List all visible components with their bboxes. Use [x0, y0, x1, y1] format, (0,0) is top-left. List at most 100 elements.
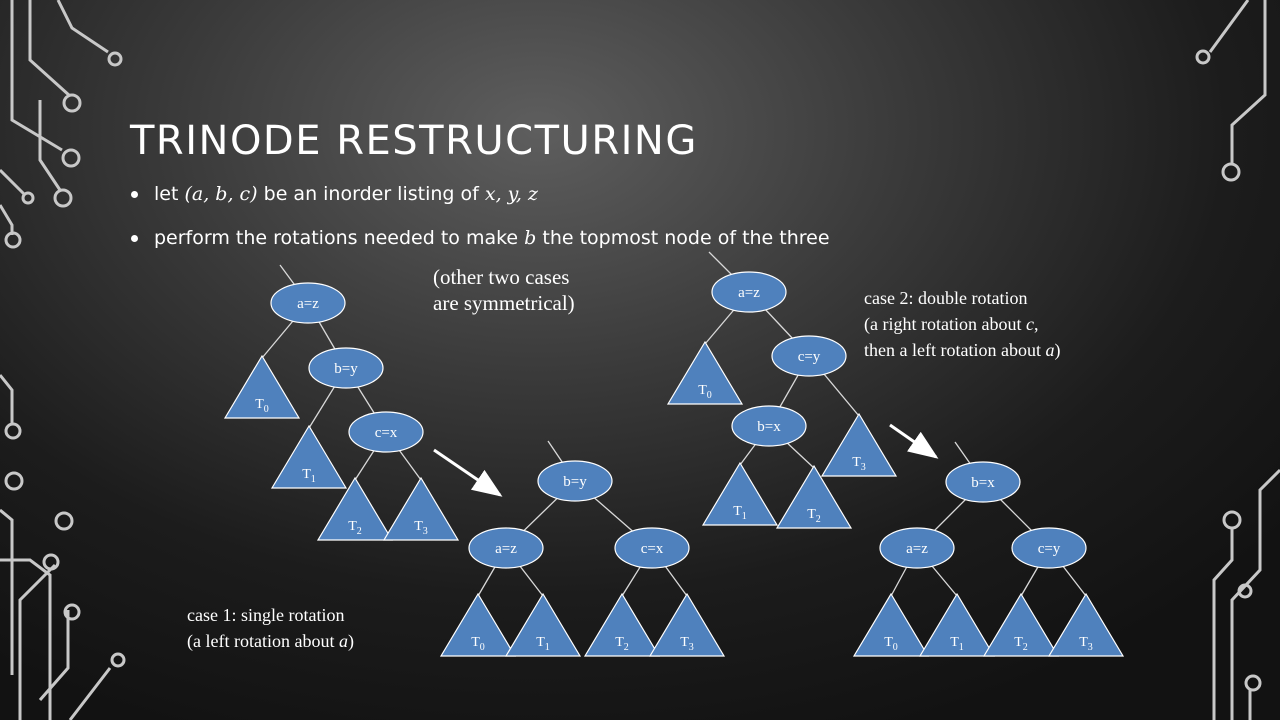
subtree-triangle: T2 [982, 592, 1060, 657]
tree-node-shape [731, 405, 807, 447]
subtree-label: T3 [852, 455, 866, 473]
subtree-triangle: T0 [223, 354, 301, 419]
tree-node: b=y [308, 347, 384, 389]
tree-node-shape [771, 335, 847, 377]
tree-node: a=z [270, 282, 346, 324]
tree-node-label: b=y [334, 361, 358, 377]
subtree-triangle: T3 [382, 476, 460, 541]
tree-node-label: a=z [297, 296, 319, 312]
subtree-label: T1 [950, 635, 964, 653]
tree-node: c=x [614, 527, 690, 569]
case2-line2-var: c [1025, 314, 1034, 334]
tree-nodes: a=z b=y c=x b=y a=z c=x a=z c=y b=x b=x a=z c=y [270, 271, 1087, 569]
subtree-shape [583, 592, 661, 657]
tree-node-label: c=x [641, 541, 664, 557]
tree-node-shape [308, 347, 384, 389]
subtree-shape [666, 340, 744, 405]
subtree-shape [270, 424, 348, 489]
subtree-shape [852, 592, 930, 657]
subtree-label: T3 [1079, 635, 1093, 653]
subtree-shape [223, 354, 301, 419]
symmetry-note: (other two cases are symmetrical) [433, 264, 575, 316]
tree-node: c=x [348, 411, 424, 453]
tree-node-shape [270, 282, 346, 324]
slide-title: TRINODE RESTRUCTURING [130, 118, 698, 164]
tree-node-label: c=x [375, 425, 398, 441]
subtree-label: T1 [733, 504, 747, 522]
bullet1-middle: be an inorder listing of [257, 183, 485, 205]
subtree-label: T0 [471, 635, 485, 653]
subtree-triangle: T0 [852, 592, 930, 657]
bullet1-math-abc: (a, b, c) [184, 183, 258, 205]
subtree-label: T1 [536, 635, 550, 653]
transform-arrow [889, 423, 939, 459]
tree-node-shape [348, 411, 424, 453]
bullet1-math-xyz: x, y, z [484, 183, 538, 205]
subtree-label: T0 [884, 635, 898, 653]
subtree-shape [504, 592, 582, 657]
subtree-shape [439, 592, 517, 657]
tree-node-shape [1011, 527, 1087, 569]
case2-line2-text: (a right rotation about [864, 314, 1026, 334]
bullet-dot [131, 191, 138, 198]
case2-caption: case 2: double rotation (a right rotatio… [864, 285, 1060, 363]
case2-caption-line3: then a left rotation about a) [864, 337, 1060, 363]
tree-node: c=y [771, 335, 847, 377]
case2-line3-text: then a left rotation about [864, 340, 1046, 360]
bullet1-prefix: let [154, 183, 185, 205]
subtree-label: T3 [680, 635, 694, 653]
subtree-shape [982, 592, 1060, 657]
subtree-triangle: T1 [270, 424, 348, 489]
bullet-dot [131, 235, 138, 242]
tree-node: a=z [468, 527, 544, 569]
subtree-shape [820, 412, 898, 477]
subtree-shape [1047, 592, 1125, 657]
bullet2-prefix: perform the rotations needed to make [154, 227, 525, 249]
subtree-label: T2 [807, 507, 821, 525]
tree-node-label: a=z [738, 285, 760, 301]
subtree-label: T3 [414, 519, 428, 537]
bullet-list: let (a, b, c) be an inorder listing of x… [130, 176, 830, 264]
tree-node: b=x [945, 461, 1021, 503]
case1-line2-text: (a left rotation about [187, 631, 339, 651]
subtree-label: T2 [348, 519, 362, 537]
case2-caption-line2: (a right rotation about c, [864, 311, 1060, 337]
tree-node-label: b=x [757, 419, 781, 435]
subtree-triangle: T3 [1047, 592, 1125, 657]
bullet2-suffix: the topmost node of the three [536, 227, 830, 249]
tree-node-shape [879, 527, 955, 569]
tree-node-label: a=z [906, 541, 928, 557]
subtree-triangle: T2 [775, 464, 853, 529]
subtree-triangle: T3 [648, 592, 726, 657]
subtree-shape [918, 592, 996, 657]
subtree-triangle: T2 [316, 476, 394, 541]
bullet2-math-b: b [524, 227, 537, 249]
case2-line3-end: ) [1054, 340, 1061, 360]
subtree-label: T2 [1014, 635, 1028, 653]
case1-caption-line2: (a left rotation about a) [187, 628, 354, 654]
subtree-triangle: T1 [504, 592, 582, 657]
subtree-triangle: T2 [583, 592, 661, 657]
tree-node-shape [614, 527, 690, 569]
subtree-shape [382, 476, 460, 541]
bullet-perform-rotations: perform the rotations needed to make b t… [130, 220, 830, 264]
subtree-shape [648, 592, 726, 657]
case2-caption-line1: case 2: double rotation [864, 288, 1028, 308]
tree-node-shape [945, 461, 1021, 503]
case1-caption-line1: case 1: single rotation [187, 605, 345, 625]
tree-node: a=z [879, 527, 955, 569]
tree-node: c=y [1011, 527, 1087, 569]
subtree-triangle: T1 [918, 592, 996, 657]
transform-arrows [433, 423, 939, 497]
tree-node: b=y [537, 460, 613, 502]
tree-node: b=x [731, 405, 807, 447]
tree-node-label: b=x [971, 475, 995, 491]
bullet-inorder-listing: let (a, b, c) be an inorder listing of x… [130, 176, 830, 220]
case1-caption: case 1: single rotation (a left rotation… [187, 602, 354, 654]
subtree-triangle: T0 [666, 340, 744, 405]
tree-node-label: c=y [798, 349, 821, 365]
case2-line3-var: a [1045, 340, 1055, 360]
subtree-label: T0 [255, 397, 269, 415]
